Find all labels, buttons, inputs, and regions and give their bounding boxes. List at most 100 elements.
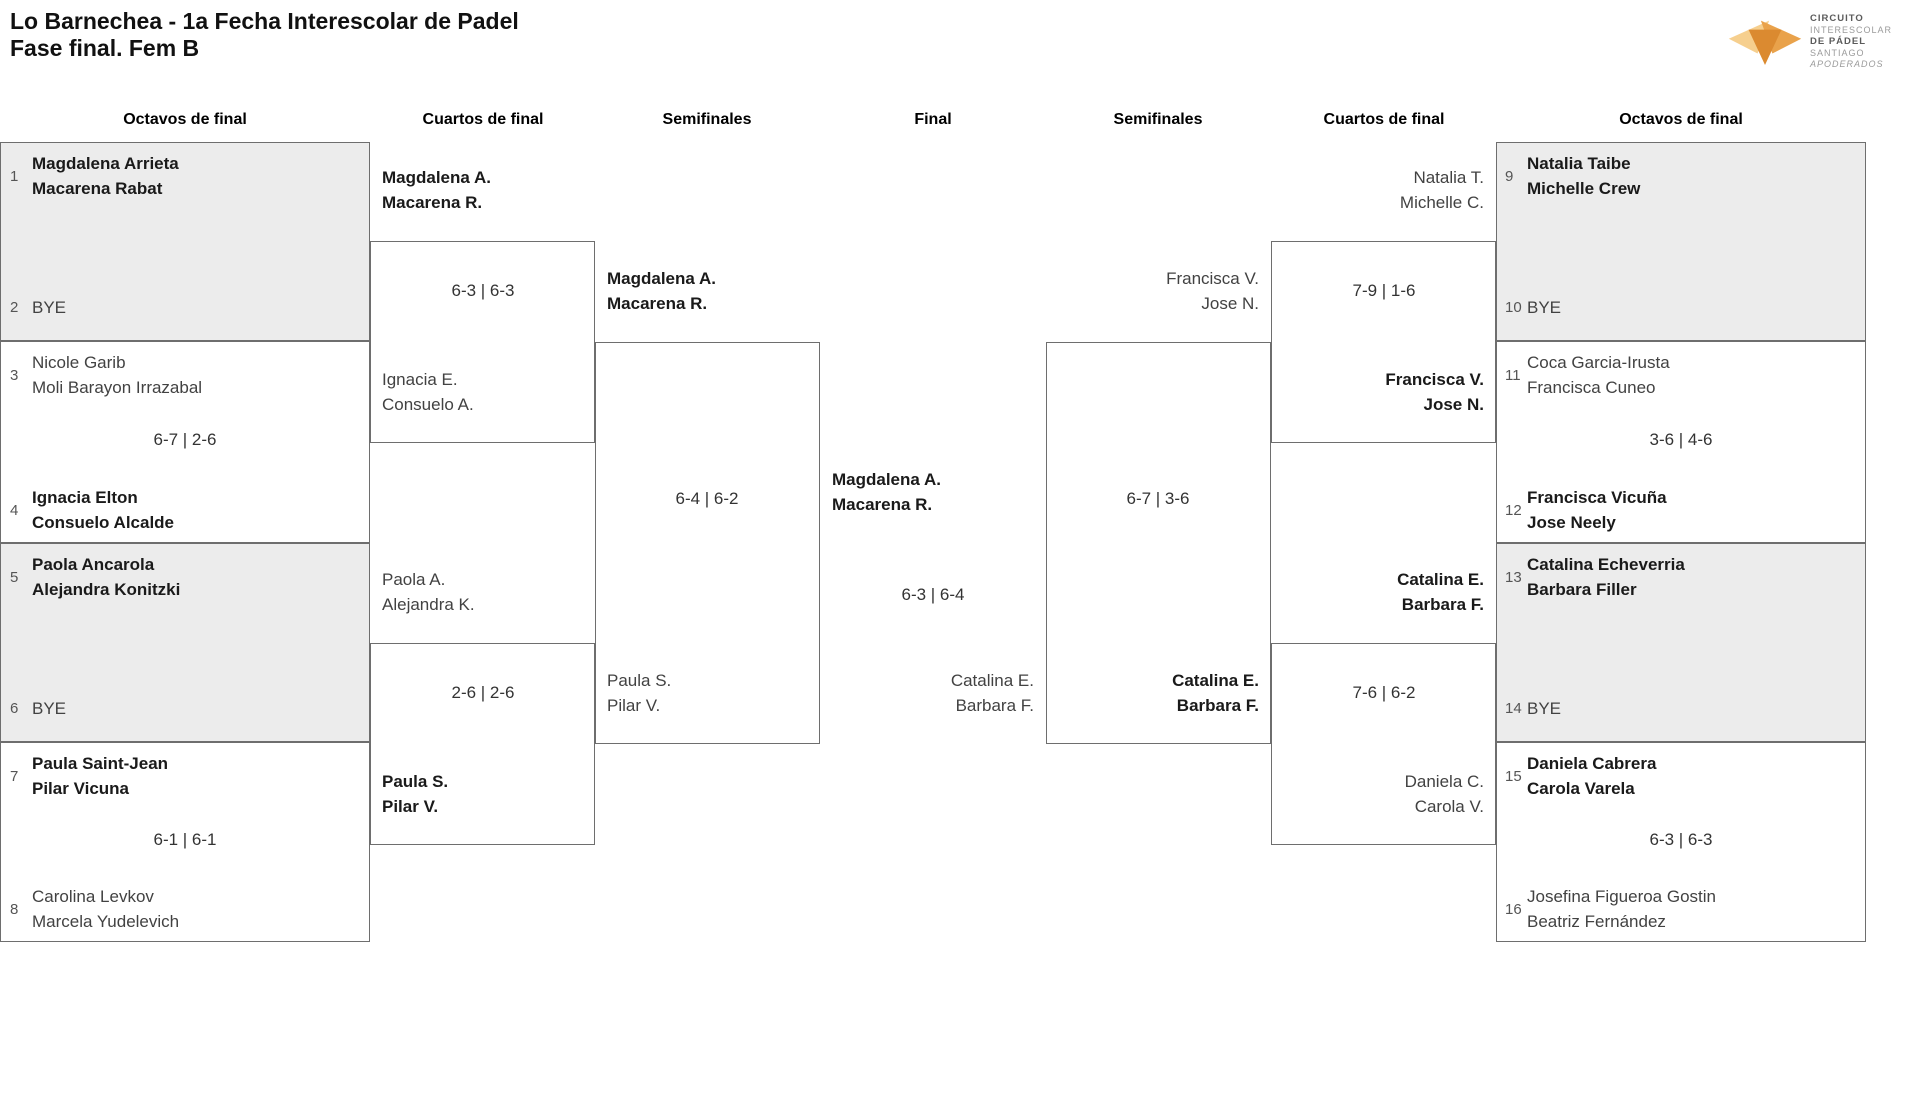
seed-number: 12	[1505, 501, 1522, 519]
tournament-title: Lo Barnechea - 1a Fecha Interescolar de …	[10, 8, 519, 34]
player-name: Magdalena A.	[607, 269, 716, 288]
team-semifinal-right-bottom: Catalina E. Barbara F.	[1172, 668, 1259, 718]
round-header-octavos-left: Octavos de final	[123, 111, 247, 128]
seed-number: 5	[10, 568, 19, 586]
bye-label: BYE	[32, 699, 67, 718]
player-name: Josefina Figueroa Gostin	[1527, 887, 1716, 906]
seed-number: 13	[1505, 568, 1522, 586]
match-score: 6-4 | 6-2	[675, 489, 739, 508]
team-cuartos-right-1-top: Natalia T.Michelle C.	[1400, 165, 1484, 215]
match-box-cuartos-left-1	[370, 241, 595, 443]
logo-line-circuito: CIRCUITO	[1809, 13, 1864, 25]
team-cuartos-left-1-top: Magdalena A.Macarena R.	[382, 165, 491, 215]
player-name: Alejandra K.	[382, 595, 475, 614]
tournament-logo: CIRCUITO INTERESCOLAR DE PÁDEL SANTIAGO …	[1728, 12, 1892, 72]
seed-number: 1	[10, 167, 19, 185]
logo-line-interescolar: INTERESCOLAR	[1809, 24, 1892, 35]
match-score: 6-3 | 6-4	[901, 585, 965, 604]
round-header-octavos-right: Octavos de final	[1619, 111, 1743, 128]
player-name: Marcela Yudelevich	[32, 912, 180, 931]
player-name: Macarena Rabat	[32, 179, 163, 198]
match-score: 6-7 | 3-6	[1126, 489, 1190, 508]
page-title: Lo Barnechea - 1a Fecha Interescolar de …	[10, 8, 519, 62]
player-name: Macarena R.	[382, 193, 483, 212]
player-name: Francisca V.	[1166, 269, 1259, 288]
player-name: Nicole Garib	[32, 353, 126, 372]
seed-number: 10	[1505, 299, 1522, 316]
player-name: Michelle Crew	[1527, 179, 1641, 198]
bye-label: BYE	[1527, 699, 1562, 718]
player-name: Consuelo A.	[382, 395, 474, 414]
player-name: Catalina Echeverria	[1527, 555, 1685, 574]
player-name: Paula S.	[382, 772, 449, 791]
seed-number: 6	[10, 700, 19, 717]
seed-number: 14	[1505, 700, 1522, 717]
player-name: Barbara F.	[1401, 595, 1484, 614]
match-box-semifinal-right	[1046, 342, 1271, 744]
match-score: 6-3 | 6-3	[1649, 830, 1713, 849]
player-name: Barbara F.	[1176, 696, 1259, 715]
match-score: 3-6 | 4-6	[1649, 430, 1713, 449]
player-name: Francisca Cuneo	[1527, 378, 1656, 397]
team-final-top: Magdalena A. Macarena R.	[832, 467, 941, 517]
match-score: 7-9 | 1-6	[1352, 281, 1416, 300]
player-name: Paula S.	[607, 671, 672, 690]
team-row-seed-14: 14 BYE	[1505, 696, 1561, 721]
player-name: Carola Varela	[1527, 779, 1635, 798]
team-cuartos-left-1-bottom: Ignacia E. Consuelo A.	[382, 367, 474, 417]
team-cuartos-right-2-bottom: Daniela C.Carola V.	[1405, 769, 1484, 819]
player-name: Consuelo Alcalde	[32, 513, 175, 532]
player-name: Catalina E.	[950, 671, 1034, 690]
seed-number: 7	[10, 767, 19, 785]
team-semifinal-left-top: Magdalena A.Macarena R.	[607, 266, 716, 316]
player-name: Magdalena Arrieta	[32, 154, 179, 173]
seed-number: 4	[10, 501, 19, 519]
player-name: Pilar Vicuna	[32, 779, 130, 798]
seed-number: 2	[10, 299, 19, 316]
logo-line-de-padel: DE PÁDEL	[1809, 36, 1867, 48]
player-name: Paola Ancarola	[32, 555, 155, 574]
player-name: Natalia Taibe	[1527, 154, 1631, 173]
seed-number: 15	[1505, 767, 1522, 785]
match-box-octavos-left-3	[0, 543, 370, 742]
team-cuartos-left-2-bottom: Paula S.Pilar V.	[382, 769, 448, 819]
match-score: 6-1 | 6-1	[153, 830, 217, 849]
player-name: Ignacia E.	[382, 370, 458, 389]
player-name: Magdalena A.	[832, 470, 941, 489]
logo-line-apoderados: APODERADOS	[1809, 59, 1884, 70]
player-name: Paula Saint-Jean	[32, 754, 169, 773]
match-box-semifinal-left	[595, 342, 820, 744]
player-name: Michelle C.	[1399, 193, 1484, 212]
player-name: Daniela C.	[1404, 772, 1484, 791]
player-name: Catalina E.	[1172, 671, 1259, 690]
seed-number: 3	[10, 366, 19, 384]
team-cuartos-right-2-top: Catalina E. Barbara F.	[1397, 567, 1484, 617]
seed-number: 9	[1505, 167, 1514, 185]
player-name: Barbara Filler	[1527, 580, 1637, 599]
round-header-cuartos-left: Cuartos de final	[422, 111, 544, 128]
match-box-octavos-right-3	[1496, 543, 1866, 742]
round-header-semis-right: Semifinales	[1113, 111, 1203, 128]
player-name: Alejandra Konitzki	[32, 580, 181, 599]
team-semifinal-right-top: Francisca V.Jose N.	[1166, 266, 1259, 316]
team-row-seed-6: 6 BYE	[10, 696, 66, 721]
player-name: Catalina E.	[1397, 570, 1484, 589]
player-name: Jose Neely	[1527, 513, 1616, 532]
match-score: 2-6 | 2-6	[451, 683, 515, 702]
player-name: Macarena R.	[832, 495, 933, 514]
player-name: Francisca V.	[1385, 370, 1484, 389]
match-box-octavos-left-4	[0, 742, 370, 942]
